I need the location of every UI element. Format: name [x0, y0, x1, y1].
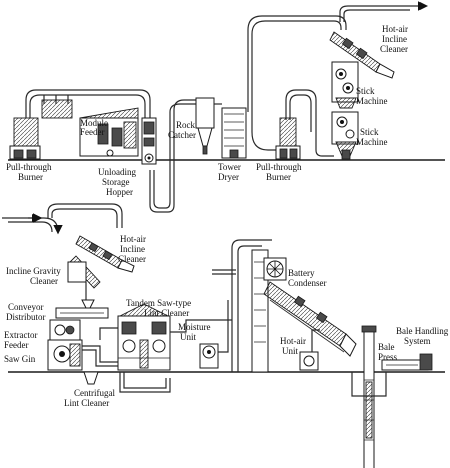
moisture-unit [200, 300, 228, 368]
battery-condenser [264, 258, 286, 280]
duct-to-cleaners [248, 16, 346, 150]
unloading-storage-hopper [142, 118, 156, 164]
label-unloading-storage-hopper: Unloading Storage Hopper [98, 167, 138, 197]
label-saw-gin: Saw Gin [4, 354, 36, 364]
pull-through-burner-2 [276, 90, 334, 159]
label-hot-air-incline-cleaner-1: Hot-air Incline Cleaner [380, 24, 410, 54]
duct-to-rock-catcher [150, 100, 200, 212]
label-stick-machine-1: Stick Machine [356, 86, 388, 106]
rock-catcher [196, 98, 214, 154]
extractor-feeder [50, 320, 80, 340]
right-arrow-icon [420, 2, 428, 10]
label-hot-air-incline-cleaner-2: Hot-air Incline Cleaner [118, 234, 148, 264]
lint-slide [264, 282, 356, 356]
label-extractor-feeder: Extractor Feeder [4, 330, 40, 350]
conveyor-distributor [56, 282, 108, 318]
label-conveyor-distributor: Conveyor Distributor [6, 302, 46, 322]
label-pull-through-burner-2: Pull-through Burner [256, 162, 304, 182]
right-arrow-icon [32, 214, 40, 222]
label-centrifugal-lint-cleaner: Centrifugal Lint Cleaner [64, 388, 117, 408]
input-duct-bottom [2, 204, 122, 232]
bottom-section [2, 204, 445, 468]
saw-gin [48, 340, 82, 370]
tower-dryer [214, 104, 246, 158]
label-bale-press: Bale Press [378, 342, 397, 362]
incline-gravity-cleaner [68, 256, 100, 288]
label-rock-catcher: Rock Catcher [168, 120, 197, 140]
label-incline-gravity-cleaner: Incline Gravity Cleaner [6, 266, 63, 286]
label-pull-through-burner-1: Pull-through Burner [6, 162, 54, 182]
label-moisture-unit: Moisture Unit [178, 322, 213, 342]
label-stick-machine-2: Stick Machine [356, 127, 388, 147]
label-bale-handling-system: Bale Handling System [396, 326, 450, 346]
stick-machine-1 [332, 62, 358, 108]
stick-machine-2 [332, 112, 358, 159]
pull-through-burner-1 [10, 118, 40, 159]
label-tower-dryer: Tower Dryer [218, 162, 243, 182]
label-battery-condenser: Battery Condenser [288, 268, 327, 288]
